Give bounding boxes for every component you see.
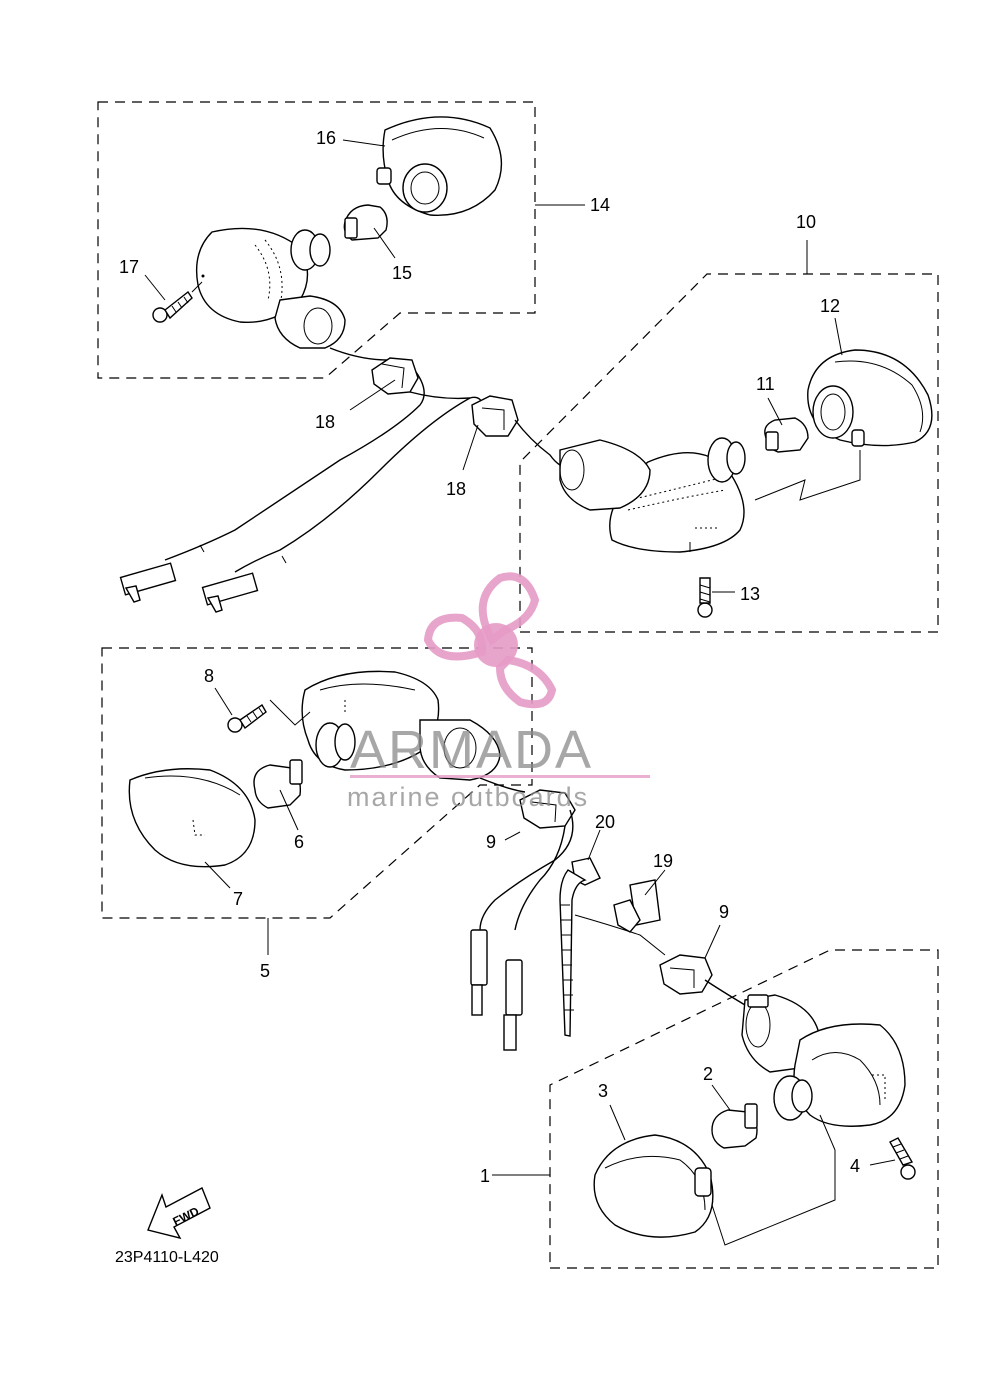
fwd-arrow-icon: FWD	[147, 1187, 211, 1240]
assembly-14-group	[97, 101, 585, 379]
callout-18-right: 18	[446, 479, 466, 499]
callout-6: 6	[294, 832, 304, 852]
watermark-tagline: marine outboards	[347, 782, 589, 812]
callout-4: 4	[850, 1156, 860, 1176]
callout-3: 3	[598, 1081, 608, 1101]
callout-16: 16	[316, 128, 336, 148]
drawing-code: 23P4110-L420	[115, 1249, 219, 1266]
callout-19: 19	[653, 851, 673, 871]
callout-14: 14	[590, 195, 610, 215]
callout-7: 7	[233, 889, 243, 909]
callout-labels: 1 2 3 4 5 6 7 8 9 9 10 11 12 13 14 15 16…	[119, 128, 860, 1186]
callout-17: 17	[119, 257, 139, 277]
callout-20: 20	[595, 812, 615, 832]
callout-5: 5	[260, 961, 270, 981]
callout-9-left: 9	[486, 832, 496, 852]
callout-1: 1	[480, 1166, 490, 1186]
wire-harness-14	[119, 347, 519, 613]
callout-9-right: 9	[719, 902, 729, 922]
callout-15: 15	[392, 263, 412, 283]
assembly-1-group	[492, 924, 939, 1269]
callout-18-left: 18	[315, 412, 335, 432]
wire-harness-5	[470, 777, 666, 1051]
propeller-logo-icon	[423, 572, 557, 709]
assembly-10-group	[514, 240, 939, 633]
assembly-5-group	[101, 647, 533, 955]
callout-10: 10	[796, 212, 816, 232]
callout-12: 12	[820, 296, 840, 316]
callout-2: 2	[703, 1064, 713, 1084]
callout-13: 13	[740, 584, 760, 604]
callout-11: 11	[756, 374, 775, 394]
watermark: ARMADA marine outboards	[347, 572, 650, 812]
callout-8: 8	[204, 666, 214, 686]
watermark-name: ARMADA	[350, 720, 593, 780]
